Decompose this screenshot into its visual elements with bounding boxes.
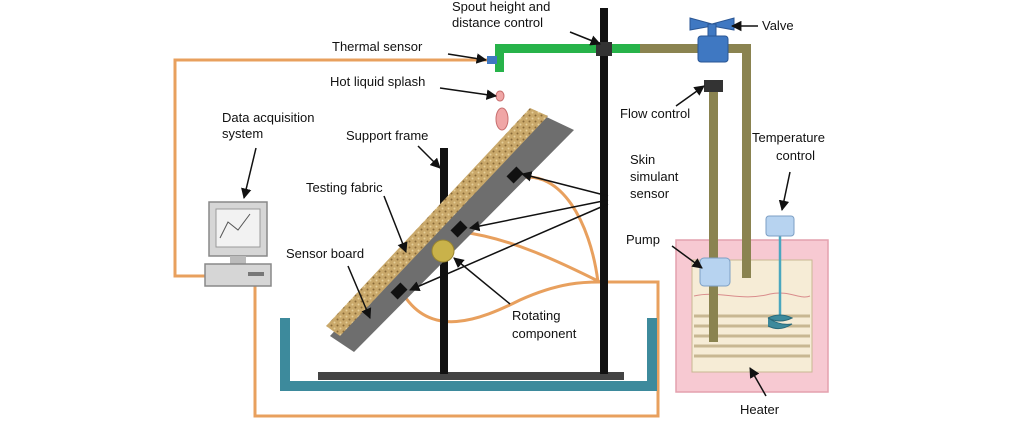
supply-pipes [637, 44, 751, 342]
skin-sensor-low [390, 282, 408, 300]
arrow-pump [671, 245, 703, 269]
label-temp-control-2: control [776, 148, 815, 163]
arrow-heater [749, 367, 767, 397]
label-rotating-2: component [512, 326, 577, 341]
label-skin-3: sensor [630, 186, 670, 201]
rotating-component [431, 239, 455, 263]
label-skin-2: simulant [630, 169, 679, 184]
valve-icon [689, 17, 735, 63]
arrow-skin-2 [468, 199, 609, 232]
arrow-data-acq [241, 147, 257, 200]
sensor-board-assembly [326, 108, 574, 352]
label-rotating-1: Rotating [512, 308, 560, 323]
wire-sensor-top [519, 175, 600, 283]
label-pump: Pump [626, 232, 660, 247]
arrow-skin-1 [520, 171, 609, 197]
spout-arm [495, 44, 640, 53]
wire-to-thermal-sensor [173, 58, 490, 278]
temperature-controller [765, 215, 795, 237]
flow-control-block [704, 80, 723, 92]
vertical-tower [600, 8, 608, 374]
wire-to-sensors-bottom [253, 280, 660, 418]
temperature-probe-coil [767, 314, 794, 330]
skin-sensor-mid [450, 220, 468, 238]
arrow-rotating [453, 257, 511, 305]
liquid-tray [280, 318, 657, 391]
arrow-support-frame [417, 145, 441, 169]
label-valve: Valve [762, 18, 794, 33]
arrow-thermal-sensor [447, 53, 488, 64]
label-heater: Heater [740, 402, 780, 417]
arrow-testing-fabric [383, 195, 408, 253]
label-testing-fabric: Testing fabric [306, 180, 383, 195]
liquid-droplets [495, 90, 509, 131]
label-spout-control-1: Spout height and [452, 0, 550, 14]
thermal-sensor-block [487, 56, 497, 64]
label-temp-control-1: Temperature [752, 130, 825, 145]
label-spout-control-2: distance control [452, 15, 543, 30]
arrow-spout-control [569, 31, 601, 46]
arrow-flow-control [675, 85, 705, 107]
label-sensor-board: Sensor board [286, 246, 364, 261]
label-data-acq-2: system [222, 126, 263, 141]
label-hot-liquid-splash: Hot liquid splash [330, 74, 425, 89]
testing-fabric [326, 108, 548, 336]
wire-sensor-low [400, 280, 601, 324]
wire-sensor-mid [461, 230, 601, 284]
data-wires [173, 58, 660, 418]
skin-sensor-top [506, 166, 524, 184]
arrow-sensor-board [347, 265, 372, 319]
spout-nozzle [495, 44, 504, 72]
pump-box [699, 257, 731, 287]
label-flow-control: Flow control [620, 106, 690, 121]
label-support-frame: Support frame [346, 128, 428, 143]
tray-base-plate [318, 372, 624, 380]
computer-icon [204, 201, 272, 287]
heater-tank [675, 215, 829, 393]
spout-control-clamp [596, 42, 612, 56]
arrow-skin-3 [409, 203, 609, 292]
arrow-hot-liquid [439, 87, 498, 100]
label-thermal-sensor: Thermal sensor [332, 39, 423, 54]
label-arrows [241, 20, 791, 397]
arrow-temp-control [778, 171, 791, 212]
label-skin-1: Skin [630, 152, 655, 167]
label-data-acq-1: Data acquisition [222, 110, 315, 125]
